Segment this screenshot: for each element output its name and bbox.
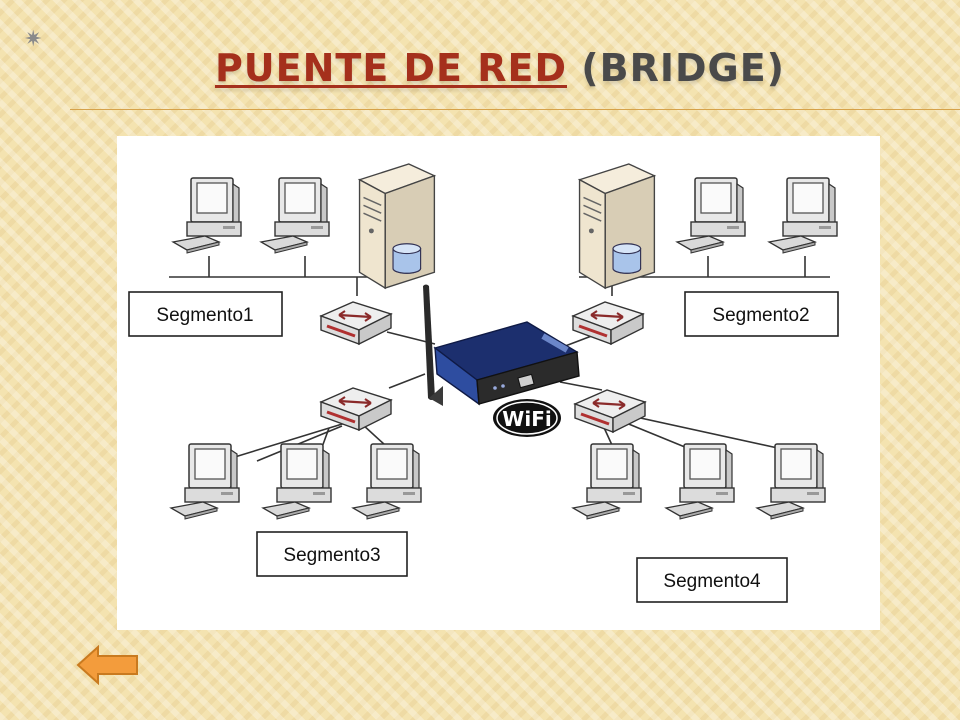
segment1-group: Segmento1 [128,163,436,346]
computer-icon [172,177,242,254]
title-link[interactable]: PUENTE DE RED [214,46,568,90]
segment1-label-box [128,291,283,337]
wifi-logo: WiFi [493,399,561,437]
segment2-group: Segmento2 [571,163,839,346]
server-icon [578,163,656,289]
decorative-star-icon: ✷ [24,26,43,51]
page-title: PUENTE DE RED (BRIDGE) [0,46,960,90]
segment3-group: Segmento3 [170,386,422,577]
computer-icon [676,177,746,254]
computer-icon [665,443,735,520]
segment3-label: Segmento3 [283,545,380,566]
segment4-label-box [636,557,788,603]
segment1-label: Segmento1 [156,305,253,326]
back-button[interactable] [76,644,140,686]
switch-icon [319,300,393,346]
segment2-label: Segmento2 [712,305,809,326]
wireless-bridge-icon [423,284,580,406]
switch-icon [571,300,645,346]
computer-icon [572,443,642,520]
segment3-label-box [256,531,408,577]
segment4-group: Segmento4 [572,388,826,603]
segment2-label-box [684,291,839,337]
switch-icon [319,386,393,432]
computer-icon [260,177,330,254]
segment4-label: Segmento4 [663,571,761,592]
network-diagram: Segmento1 Segmento2 Segmento3 Segmento4 [117,136,880,630]
title-divider [70,109,960,110]
server-icon [358,163,436,289]
orange-left-arrow-icon[interactable] [76,644,140,686]
computer-icon [768,177,838,254]
computer-icon [756,443,826,520]
computer-icon [170,443,240,520]
wifi-logo-text: WiFi [502,407,551,431]
computer-icon [352,443,422,520]
computer-icon [262,443,332,520]
title-suffix: (BRIDGE) [567,46,786,90]
